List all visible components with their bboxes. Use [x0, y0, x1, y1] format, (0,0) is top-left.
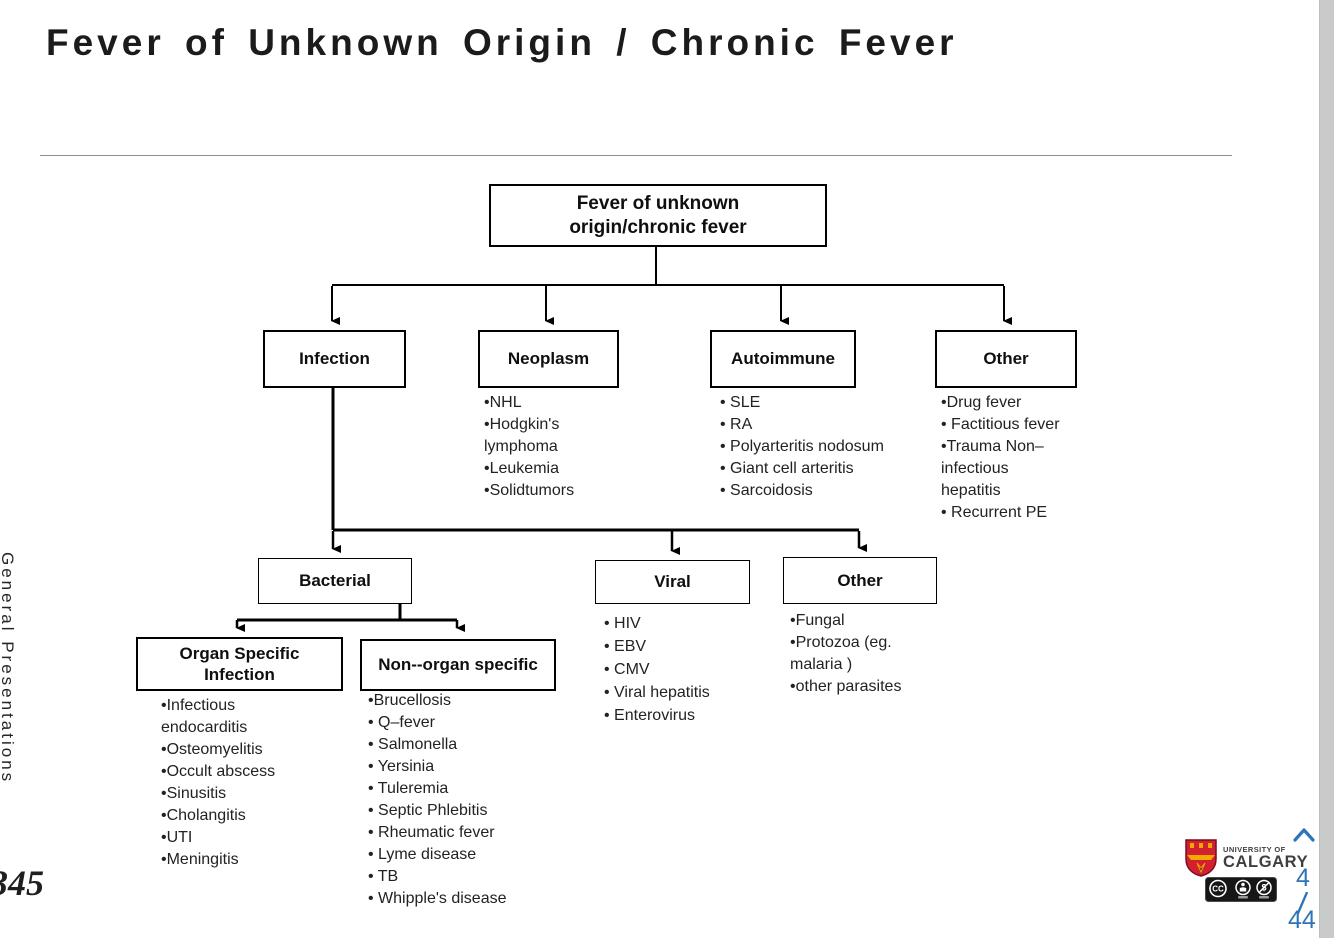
calgary-shield-icon	[1185, 839, 1217, 877]
logo-text-top: UNIVERSITY OF	[1223, 845, 1286, 854]
sidebar-caption: General Presentations	[0, 552, 17, 785]
list-item: • Septic Phlebitis	[368, 802, 488, 819]
list-item: • Whipple's disease	[368, 890, 507, 907]
list-item: •Trauma Non– infectious hepatitis	[941, 438, 1044, 499]
list-item: • Yersinia	[368, 758, 435, 775]
node-infection: Infection	[263, 330, 406, 388]
node-autoimmune: Autoimmune	[710, 330, 856, 388]
cc-license-badge[interactable]: CC $	[1205, 877, 1277, 902]
scrollbar[interactable]	[1319, 0, 1334, 938]
logo-text-bottom: CALGARY	[1223, 853, 1309, 871]
list-item: •Osteomyelitis	[161, 741, 263, 758]
list-item: •Meningitis	[161, 851, 239, 868]
list-item: •Leukemia	[484, 460, 559, 477]
list-item: • Giant cell arteritis	[720, 460, 854, 477]
page-title: Fever of Unknown Origin / Chronic Fever	[46, 22, 958, 63]
autoimmune-list: • SLE • RA • Polyarteritis nodosum • Gia…	[720, 392, 884, 502]
other-causes-list: •Drug fever • Factitious fever •Trauma N…	[941, 392, 1060, 524]
list-item: •Sinusitis	[161, 785, 227, 802]
list-item: •Protozoa (eg. malaria )	[790, 634, 892, 673]
list-item: • Enterovirus	[604, 707, 695, 724]
chevron-up-icon[interactable]	[1293, 828, 1315, 842]
list-item: • Viral hepatitis	[604, 684, 710, 701]
attribution-icon	[1235, 879, 1251, 899]
node-organ-specific: Organ Specific Infection	[136, 637, 343, 691]
list-item: • Lyme disease	[368, 846, 477, 863]
list-item: • RA	[720, 416, 753, 433]
divider-line	[40, 155, 1232, 156]
node-bacterial: Bacterial	[258, 558, 412, 604]
page-current: 4	[1296, 864, 1310, 892]
organ-specific-list: •Infectious endocarditis •Osteomyelitis …	[161, 695, 275, 871]
corner-number: 345	[0, 863, 44, 903]
list-item: • SLE	[720, 394, 761, 411]
list-item: • Q–fever	[368, 714, 435, 731]
node-non-organ-specific: Non--organ specific	[360, 639, 556, 691]
neoplasm-list: •NHL •Hodgkin's lymphoma •Leukemia •Soli…	[484, 392, 574, 502]
list-item: • Factitious fever	[941, 416, 1060, 433]
non-commercial-icon: $	[1256, 879, 1272, 899]
node-neoplasm: Neoplasm	[478, 330, 619, 388]
list-item: •UTI	[161, 829, 193, 846]
cc-icon: CC	[1212, 885, 1224, 894]
node-other: Other	[935, 330, 1077, 388]
list-item: • TB	[368, 868, 399, 885]
list-item: •Occult abscess	[161, 763, 276, 780]
list-item: • Polyarteritis nodosum	[720, 438, 884, 455]
node-other-infection: Other	[783, 557, 937, 604]
list-item: • HIV	[604, 615, 641, 632]
list-item: • Rheumatic fever	[368, 824, 495, 841]
list-item: •Fungal	[790, 612, 845, 629]
page-total: 44	[1288, 906, 1316, 934]
list-item: • EBV	[604, 638, 647, 655]
list-item: •Hodgkin's lymphoma	[484, 416, 560, 455]
list-item: •NHL	[484, 394, 522, 411]
list-item: • Recurrent PE	[941, 504, 1048, 521]
list-item: •Brucellosis	[368, 692, 451, 709]
node-viral: Viral	[595, 560, 750, 604]
list-item: •Drug fever	[941, 394, 1022, 411]
node-root: Fever of unknown origin/chronic fever	[489, 184, 827, 247]
list-item: •Solidtumors	[484, 482, 575, 499]
other-infection-list: •Fungal •Protozoa (eg. malaria ) •other …	[790, 610, 901, 698]
list-item: •Cholangitis	[161, 807, 246, 824]
viral-list: • HIV • EBV • CMV • Viral hepatitis • En…	[604, 612, 710, 727]
list-item: •Infectious endocarditis	[161, 697, 248, 736]
non-organ-specific-list: •Brucellosis • Q–fever • Salmonella • Ye…	[368, 690, 507, 910]
university-logo: UNIVERSITY OF CALGARY	[1184, 839, 1308, 877]
list-item: • CMV	[604, 661, 650, 678]
list-item: •other parasites	[790, 678, 902, 695]
list-item: • Tuleremia	[368, 780, 449, 797]
list-item: • Salmonella	[368, 736, 458, 753]
list-item: • Sarcoidosis	[720, 482, 813, 499]
